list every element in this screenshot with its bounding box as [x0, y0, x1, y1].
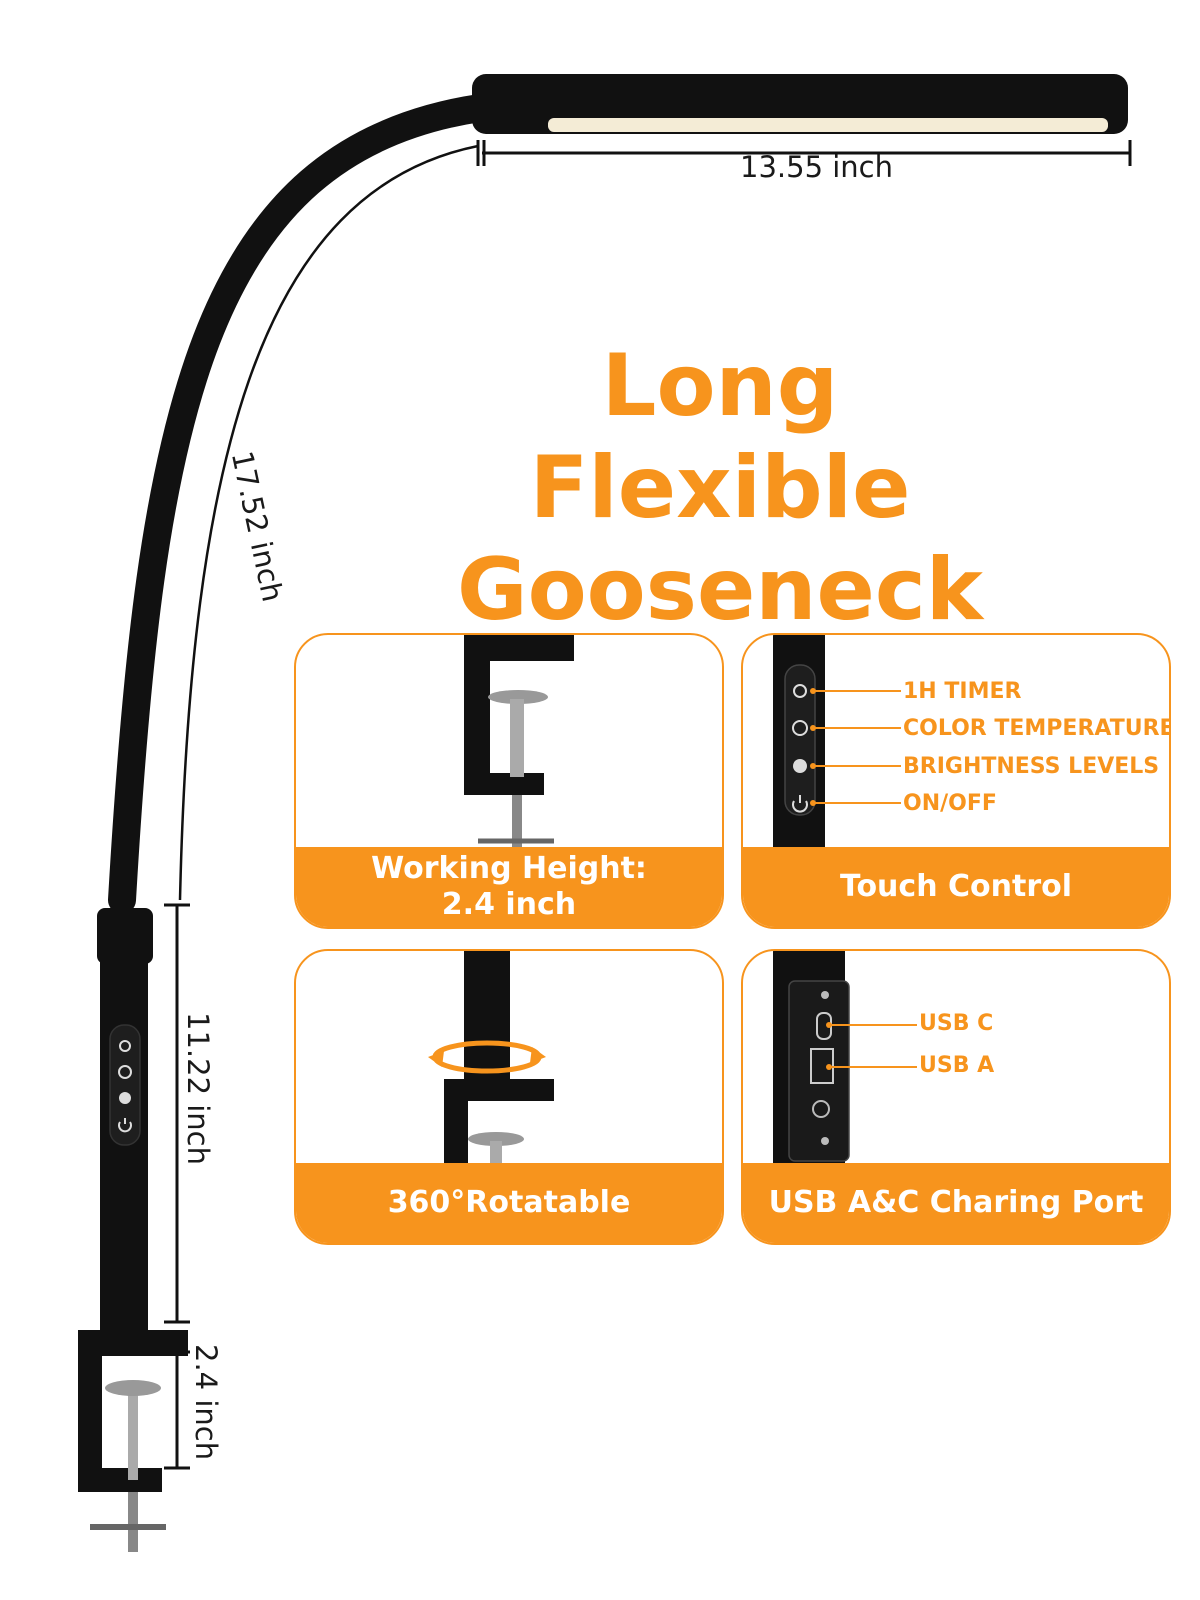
callout-usb-a: USB A — [919, 1053, 995, 1078]
gooseneck — [108, 94, 494, 914]
timer-icon — [119, 1040, 131, 1052]
feature-caption: USB A&C Charing Port — [743, 1163, 1169, 1243]
callout-usb-c: USB C — [919, 1011, 994, 1036]
clamp-closeup-illustration — [464, 635, 574, 855]
touch-control-title: Touch Control — [839, 869, 1073, 904]
head-dimension-line — [476, 140, 1132, 166]
clamp-height-label: 2.4 inch — [189, 1344, 223, 1461]
rotation-illustration — [428, 951, 554, 1167]
usb-port-illustration — [773, 951, 917, 1167]
dc-jack — [812, 1100, 830, 1118]
power-icon — [118, 1118, 132, 1133]
callout-on-off: ON/OFF — [903, 791, 997, 816]
feature-card-rotatable: 360°Rotatable — [294, 949, 724, 1245]
pole-length-label: 11.22 inch — [181, 1012, 215, 1166]
callout-brightness: BRIGHTNESS LEVELS — [903, 754, 1160, 779]
touch-panel-illustration — [773, 635, 901, 851]
color-temperature-icon — [792, 720, 808, 736]
pole-dimension-line — [164, 903, 190, 1324]
working-height-label: Working Height: — [371, 851, 647, 886]
feature-card-working-height: Working Height: 2.4 inch — [294, 633, 724, 929]
power-icon — [792, 795, 808, 813]
desk-clamp — [78, 1330, 188, 1552]
head-length-label: 13.55 inch — [740, 150, 894, 184]
page-title: Long Flexible Gooseneck — [400, 335, 1040, 641]
feature-card-touch-control: 1H TIMER COLOR TEMPERATURE BRIGHTNESS LE… — [741, 633, 1171, 929]
feature-caption: Touch Control — [743, 847, 1169, 927]
feature-card-usb-ports: USB C USB A USB A&C Charing Port — [741, 949, 1171, 1245]
title-line-1: Long Flexible — [529, 336, 911, 538]
callout-color-temperature: COLOR TEMPERATURE — [903, 716, 1171, 741]
joint-collar — [97, 908, 153, 964]
clamp-dimension-line — [164, 1350, 190, 1470]
feature-caption: 360°Rotatable — [296, 1163, 722, 1243]
title-line-2: Gooseneck — [457, 540, 983, 640]
rotatable-title: 360°Rotatable — [387, 1185, 631, 1220]
gooseneck-dimension-line — [178, 144, 479, 901]
usb-port-title: USB A&C Charing Port — [768, 1185, 1144, 1220]
color-temperature-icon — [118, 1065, 132, 1079]
working-height-value: 2.4 inch — [441, 887, 577, 922]
brightness-icon — [793, 759, 807, 773]
timer-icon — [793, 684, 807, 698]
pole-control-panel — [109, 1024, 141, 1146]
light-head — [472, 74, 1128, 134]
lamp-pole — [100, 962, 148, 1332]
brightness-icon — [119, 1092, 131, 1104]
callout-timer: 1H TIMER — [903, 679, 1022, 704]
feature-caption: Working Height: 2.4 inch — [296, 847, 722, 927]
